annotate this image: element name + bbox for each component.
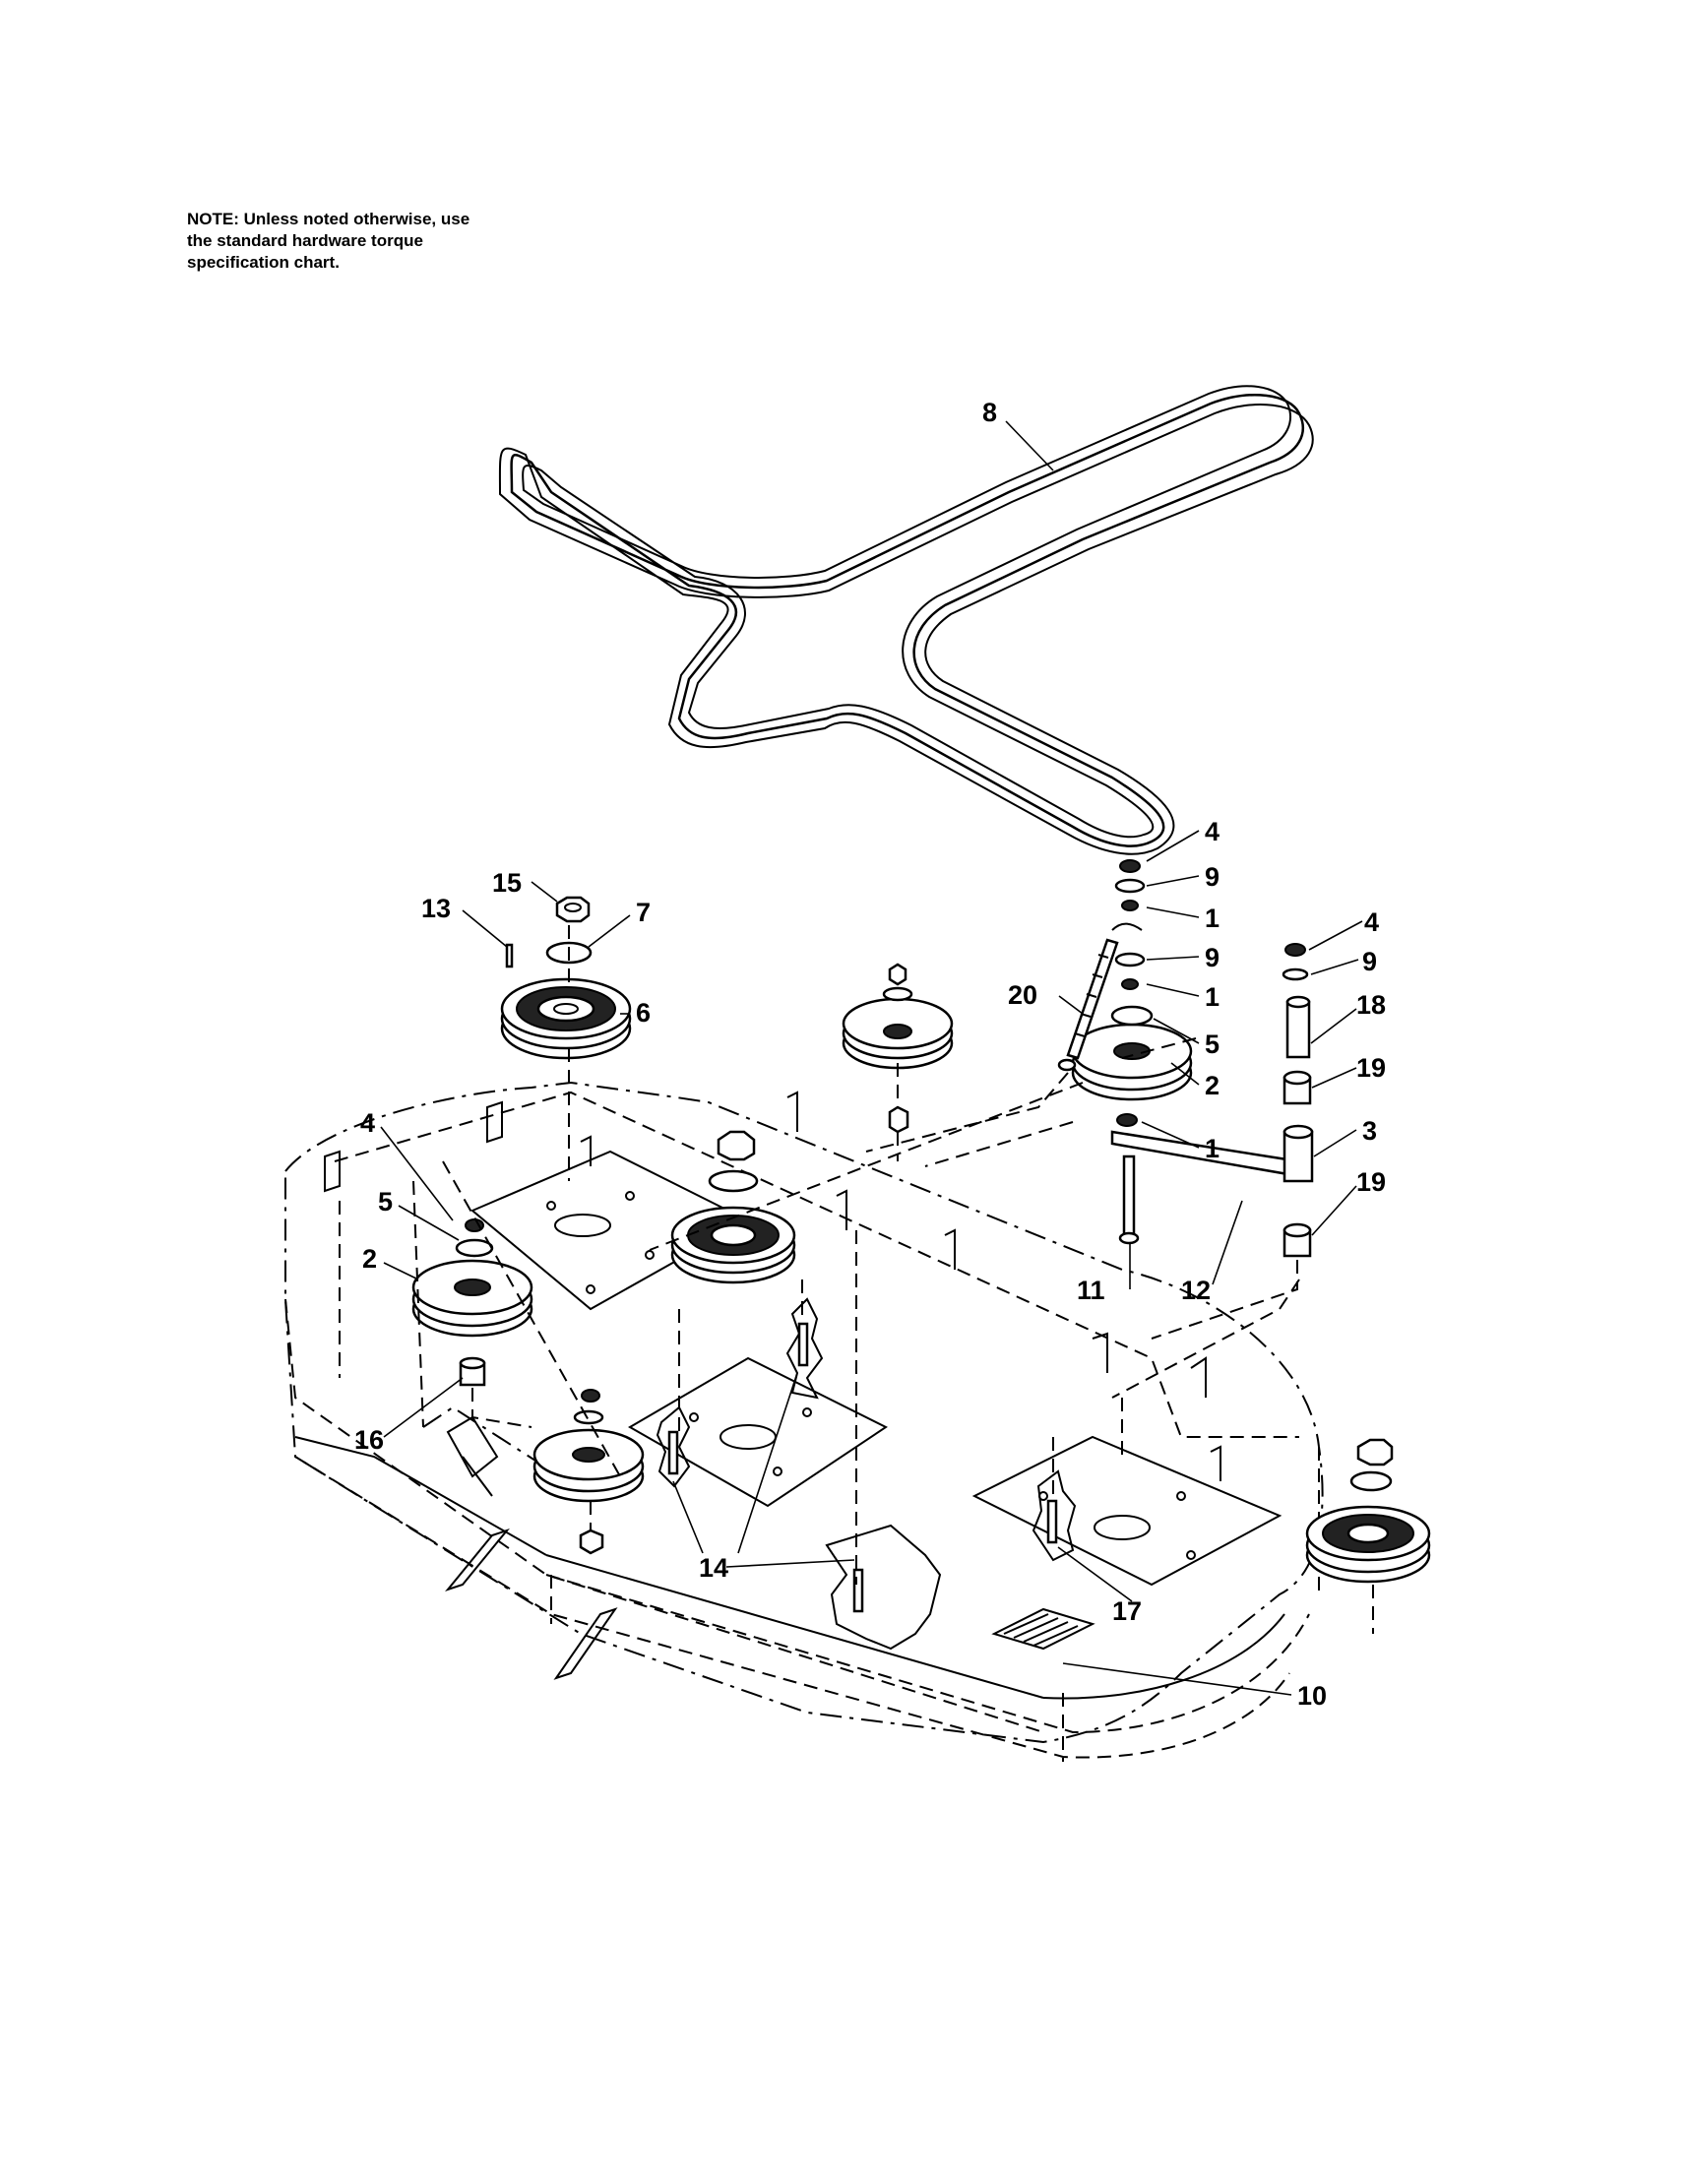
bushing-19-bottom (1282, 1222, 1312, 1258)
callout-2-a: 2 (1205, 1071, 1220, 1100)
pivot-tube-3 (1282, 1124, 1314, 1183)
nut-4-left (465, 1218, 484, 1232)
spindle-pulley-left (532, 1428, 645, 1503)
callout-5-b: 5 (378, 1187, 393, 1217)
center-mounting-plate (628, 1356, 888, 1508)
right-mounting-plate (971, 1435, 1282, 1587)
callout-11: 11 (1077, 1276, 1105, 1305)
callout-1-a: 1 (1205, 904, 1220, 933)
callout-16: 16 (354, 1425, 384, 1455)
bolt-cutouts (656, 1297, 1077, 1651)
spring-20 (1057, 938, 1119, 1072)
callout-3: 3 (1362, 1116, 1377, 1146)
callout-6: 6 (636, 998, 651, 1028)
callout-20: 20 (1008, 980, 1037, 1010)
bushing-19-top (1282, 1070, 1312, 1105)
callout-7: 7 (636, 898, 651, 927)
note-line-1: NOTE: Unless noted otherwise, use (187, 210, 470, 228)
spacer-stack-right (1111, 859, 1146, 990)
callout-4-b: 4 (1364, 907, 1379, 937)
callout-19-a: 19 (1356, 1053, 1386, 1083)
deck-hangers (445, 1415, 618, 1680)
callout-14: 14 (699, 1553, 728, 1583)
deck-decal (991, 1607, 1095, 1651)
deck-brackets (324, 1091, 1221, 1481)
mower-deck (284, 1081, 1324, 1762)
callout-10: 10 (1297, 1681, 1327, 1711)
callout-17: 17 (1112, 1596, 1142, 1626)
idler-pulley-2-left (411, 1259, 533, 1338)
callout-9-c: 9 (1362, 947, 1377, 976)
callout-9-b: 9 (1205, 943, 1220, 972)
idler-pulley-2-right (1071, 1023, 1193, 1101)
nut-15 (555, 896, 591, 923)
spindle-pulley-center (670, 1206, 796, 1284)
torque-note: NOTE: Unless noted otherwise, use the st… (187, 209, 600, 274)
spacer-16 (459, 1356, 486, 1387)
callout-19-b: 19 (1356, 1167, 1386, 1197)
callout-4-a: 4 (1205, 817, 1220, 846)
washer-5-left (455, 1238, 494, 1258)
drive-pulley-6 (500, 977, 632, 1060)
bolt-11 (1118, 1154, 1140, 1245)
key-13 (505, 943, 514, 968)
callout-labels: 8 4 9 1 9 1 20 5 2 1 4 9 18 19 3 19 11 1… (354, 398, 1386, 1711)
callout-9-a: 9 (1205, 862, 1220, 892)
spacer-18 (1285, 995, 1311, 1059)
callout-15: 15 (492, 868, 522, 898)
leader-lines (380, 420, 1363, 1696)
callout-5-a: 5 (1205, 1030, 1220, 1059)
washer-9-pivot (1282, 967, 1309, 981)
note-line-3: specification chart. (187, 253, 340, 272)
washer-5-right (1110, 1005, 1154, 1027)
drive-belt (498, 385, 1314, 855)
callout-18: 18 (1356, 990, 1386, 1020)
callout-4-c: 4 (360, 1108, 375, 1138)
callout-13: 13 (421, 894, 451, 923)
callout-1-c: 1 (1205, 1134, 1220, 1163)
callout-2-b: 2 (362, 1244, 377, 1274)
spindle-pulley-right (1305, 1505, 1431, 1584)
nut-4-pivot (1284, 943, 1306, 957)
callout-8: 8 (982, 398, 997, 427)
callout-1-b: 1 (1205, 982, 1220, 1012)
callout-12: 12 (1181, 1276, 1211, 1305)
note-line-2: the standard hardware torque (187, 231, 423, 250)
idler-pulley-center (842, 997, 954, 1070)
